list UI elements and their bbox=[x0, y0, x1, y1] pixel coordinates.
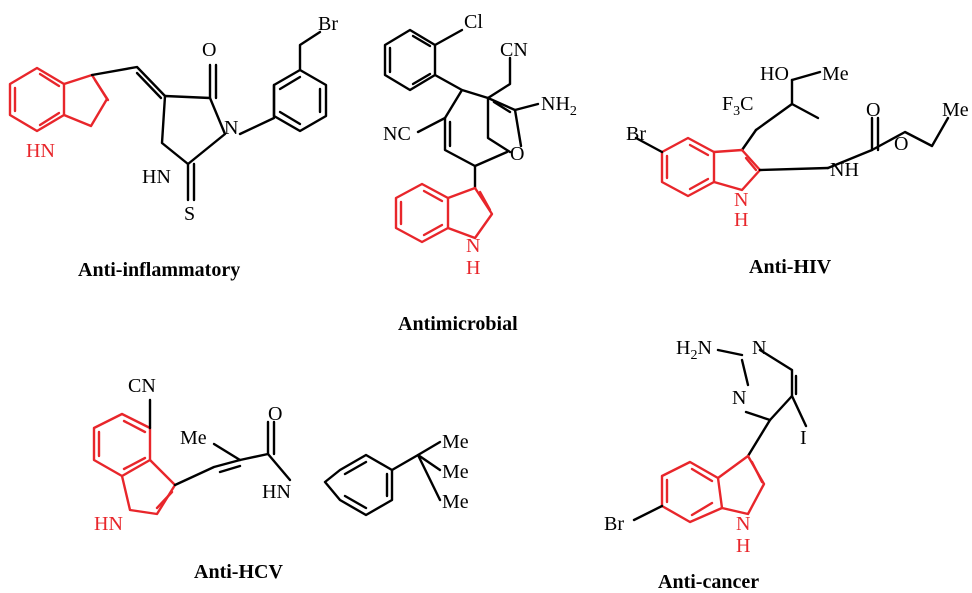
indole-core-red bbox=[394, 182, 494, 244]
atom-n-indole: N bbox=[736, 513, 750, 535]
atom-o-carbonyl: O bbox=[202, 39, 216, 61]
atom-br: Br bbox=[318, 13, 338, 35]
compound-anti-cancer: H2N N N I Br N H Anti-cancer bbox=[604, 337, 808, 593]
atom-br: Br bbox=[604, 513, 624, 535]
indole-core-red bbox=[8, 66, 110, 133]
atom-h-indole: H bbox=[734, 209, 748, 231]
atom-hn-amide: HN bbox=[262, 481, 291, 503]
atom-n-pyrimidine-1: N bbox=[752, 337, 766, 359]
atom-cn-left: NC bbox=[383, 123, 411, 145]
atom-me-3: Me bbox=[442, 491, 469, 513]
atom-o: O bbox=[268, 403, 282, 425]
atom-me: Me bbox=[180, 427, 207, 449]
atom-me-1: Me bbox=[442, 431, 469, 453]
compound-anti-hcv: CN Me O HN HN Me Me Me Anti-HCV bbox=[92, 375, 469, 583]
atom-n-ring: N bbox=[224, 117, 238, 139]
atom-n-indole: N bbox=[466, 235, 480, 257]
atom-h-indole: H bbox=[736, 535, 750, 557]
atom-cn: CN bbox=[128, 375, 156, 397]
atom-n-pyrimidine-2: N bbox=[732, 387, 746, 409]
indole-core-red bbox=[92, 412, 177, 516]
atom-ho: HO bbox=[760, 63, 789, 85]
compound-anti-hiv: HO Me F3C O O Me Br NH N H Anti-HIV bbox=[626, 63, 969, 278]
atom-o-carbonyl: O bbox=[866, 99, 880, 121]
indole-core-red bbox=[660, 454, 766, 524]
atom-o-ester: O bbox=[894, 133, 908, 155]
indole-core-red bbox=[660, 136, 762, 198]
atom-cn-right: CN bbox=[500, 39, 528, 61]
compound-antimicrobial: Cl CN NH2 NC O N H Antimicrobial bbox=[383, 11, 577, 335]
atom-s-thione: S bbox=[184, 203, 195, 225]
atom-n-indole: N bbox=[734, 189, 748, 211]
atom-nh: NH bbox=[830, 159, 859, 181]
atom-hn-ring: HN bbox=[142, 166, 171, 188]
atom-h-indole: H bbox=[466, 257, 480, 279]
atom-br: Br bbox=[626, 123, 646, 145]
atom-me-2: Me bbox=[442, 461, 469, 483]
atom-f3c: F3C bbox=[722, 93, 753, 119]
atom-hn-indole: HN bbox=[94, 513, 123, 535]
caption-antimicrobial: Antimicrobial bbox=[398, 313, 518, 335]
caption-anti-hiv: Anti-HIV bbox=[749, 256, 832, 278]
compound-anti-inflammatory: HN HN N O S Br Anti-inflammatory bbox=[8, 13, 338, 281]
atom-o-ring: O bbox=[510, 143, 524, 165]
atom-me-top: Me bbox=[822, 63, 849, 85]
caption-anti-inflammatory: Anti-inflammatory bbox=[78, 259, 240, 281]
atom-me-ester: Me bbox=[942, 99, 969, 121]
atom-cl: Cl bbox=[464, 11, 483, 33]
caption-anti-cancer: Anti-cancer bbox=[658, 571, 759, 593]
caption-anti-hcv: Anti-HCV bbox=[194, 561, 283, 583]
atom-i: I bbox=[800, 427, 807, 449]
atom-nh2: NH2 bbox=[541, 93, 577, 119]
atom-h2n: H2N bbox=[676, 337, 712, 363]
atom-hn-indole: HN bbox=[26, 140, 55, 162]
